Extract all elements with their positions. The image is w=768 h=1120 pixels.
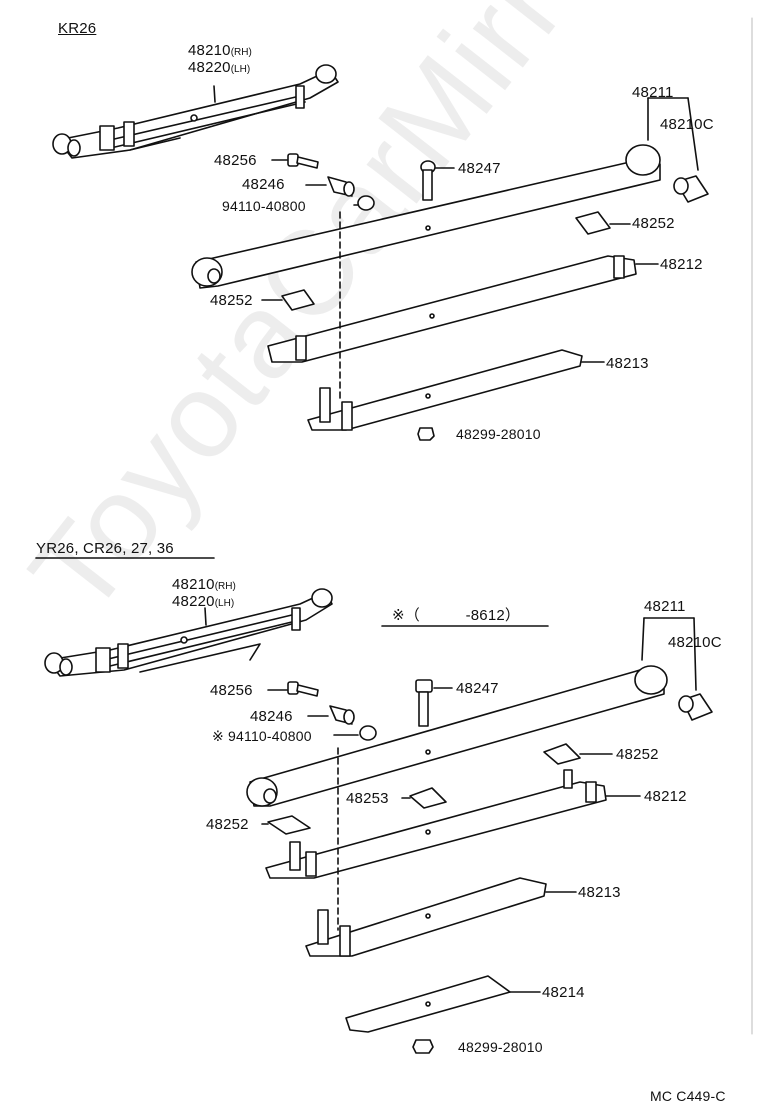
- part-label-48210C: 48210C: [660, 116, 714, 133]
- bushing-48210C-icon: [647, 97, 709, 203]
- part-label-48246: 48246: [250, 708, 293, 725]
- leaf-48213-icon: [305, 877, 577, 957]
- leaf-48212-icon: [267, 255, 659, 363]
- part-label-48210: 48210(RH): [188, 42, 252, 59]
- part-label-48211: 48211: [632, 84, 674, 101]
- part-label-48213: 48213: [578, 884, 621, 901]
- center-bolt-48247-icon: [415, 679, 453, 727]
- figure-code: MC C449-C: [650, 1088, 726, 1104]
- main-leaf-48211-icon: [246, 665, 668, 807]
- section-title-kr26: KR26: [58, 20, 97, 37]
- part-label-48252: 48252: [210, 292, 253, 309]
- part-label-48253: 48253: [346, 790, 389, 807]
- nut-48299-icon: [412, 1039, 434, 1054]
- part-label-48213: 48213: [606, 355, 649, 372]
- part-label-94110-40800: 94110-40800: [222, 198, 306, 214]
- pad-48252-icon: [267, 815, 311, 835]
- part-label-48247: 48247: [456, 680, 499, 697]
- pad-48252-icon: [543, 743, 581, 765]
- part-label-48246: 48246: [242, 176, 285, 193]
- leaf-48213-icon: [307, 349, 605, 431]
- part-label-48211: 48211: [644, 598, 686, 615]
- part-label-48252: 48252: [206, 816, 249, 833]
- part-label-48256: 48256: [210, 682, 253, 699]
- leaf-48212-icon: [265, 769, 641, 879]
- pad-48252-icon: [281, 289, 315, 311]
- part-label-48214: 48214: [542, 984, 585, 1001]
- part-label-94110-40800-marked: ※ 94110-40800: [212, 728, 312, 744]
- part-label-48212: 48212: [660, 256, 703, 273]
- bolt-48256-icon: [267, 681, 319, 697]
- bottom-spring-assembly-icon: [44, 588, 333, 677]
- main-leaf-48211-icon: [191, 144, 661, 289]
- part-label-48210C: 48210C: [668, 634, 722, 651]
- pad-48253-icon: [409, 787, 447, 809]
- nut-94110-icon: [333, 725, 377, 741]
- nut-48299-icon: [417, 427, 435, 441]
- part-label-48247: 48247: [458, 160, 501, 177]
- part-label-48220: 48220(LH): [188, 59, 251, 76]
- pad-48252-icon: [575, 211, 611, 235]
- part-label-48252: 48252: [616, 746, 659, 763]
- part-label-48252: 48252: [632, 215, 675, 232]
- part-label-48220: 48220(LH): [172, 593, 235, 610]
- center-bolt-48247-icon: [420, 160, 455, 201]
- leaf-48214-icon: [345, 975, 541, 1033]
- bolt-48256-icon: [271, 153, 319, 169]
- bushing-48210C-icon: [641, 617, 713, 721]
- section-title-yr26-cr26: YR26, CR26, 27, 36: [36, 540, 174, 557]
- part-label-48210: 48210(RH): [172, 576, 236, 593]
- part-label-48212: 48212: [644, 788, 687, 805]
- part-label-48299-28010: 48299-28010: [458, 1039, 543, 1055]
- production-note: ※（ -8612）: [392, 607, 521, 624]
- bushing-48246-icon: [307, 705, 355, 725]
- part-label-48299-28010: 48299-28010: [456, 426, 541, 442]
- top-spring-assembly-icon: [52, 64, 339, 159]
- part-label-48256: 48256: [214, 152, 257, 169]
- bushing-48246-icon: [305, 176, 355, 197]
- nut-94110-icon: [353, 195, 375, 211]
